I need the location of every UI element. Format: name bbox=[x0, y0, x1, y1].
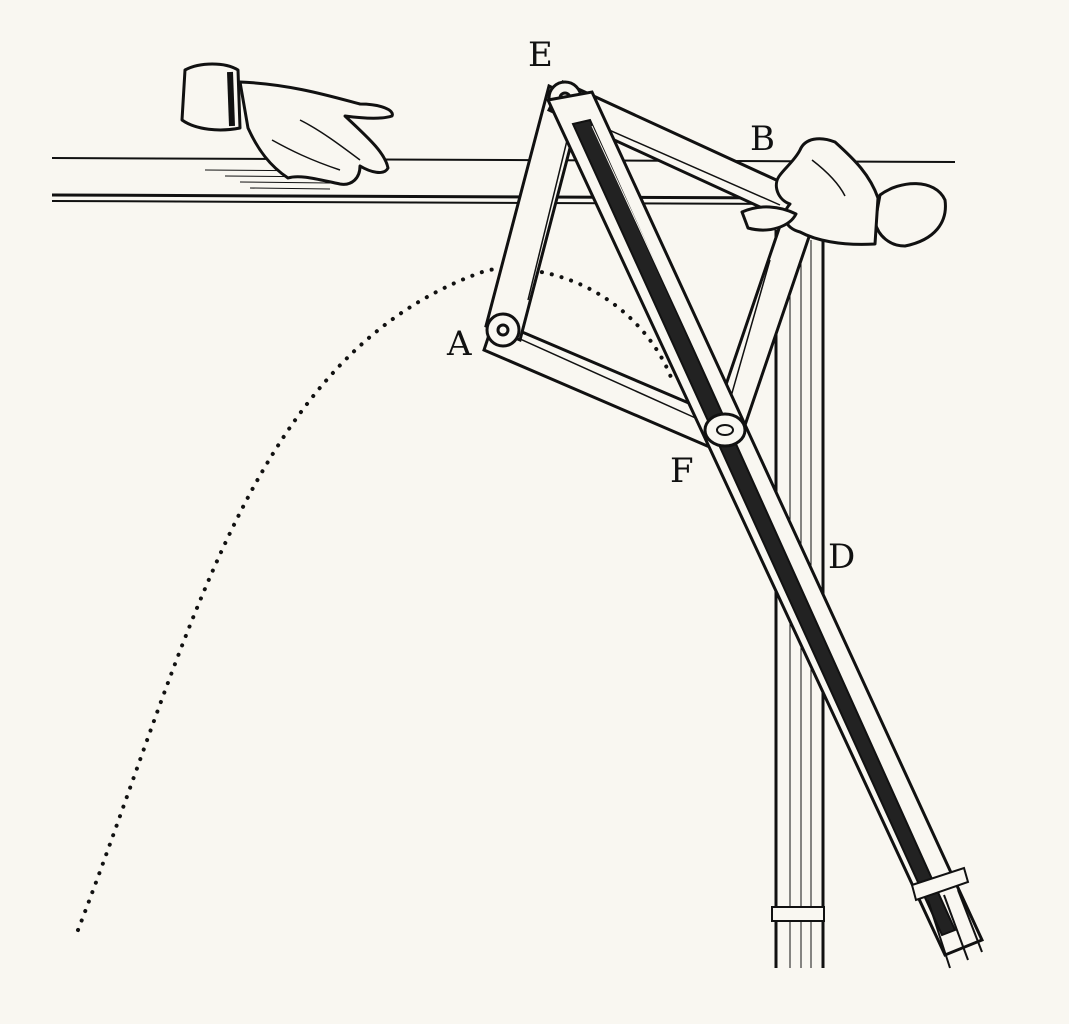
long-slotted-bar bbox=[545, 90, 985, 969]
pointing-hand bbox=[180, 62, 394, 186]
linkage-triangle bbox=[482, 80, 814, 450]
label-a: A bbox=[446, 324, 472, 364]
label-e: E bbox=[528, 35, 553, 75]
dotted-curve bbox=[76, 266, 674, 932]
label-f: F bbox=[670, 451, 694, 491]
label-b: B bbox=[750, 119, 775, 159]
gripping-hand bbox=[740, 137, 947, 248]
label-d: D bbox=[828, 537, 855, 577]
